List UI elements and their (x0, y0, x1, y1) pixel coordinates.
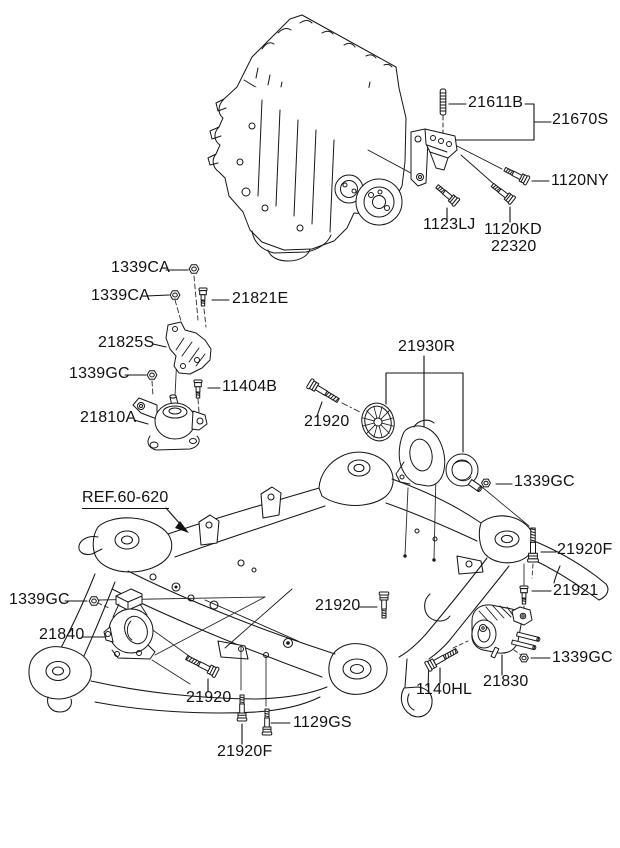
nut-1339GC-2 (481, 478, 491, 488)
part-label-21920-2: 21920 (315, 597, 361, 614)
nut-1339GC-1 (146, 370, 158, 380)
subframe-crossmember (29, 452, 608, 717)
bolt-21920-mid (305, 377, 342, 406)
part-label-21920F-1: 21920F (557, 541, 613, 558)
part-label-21920-3: 21920 (186, 689, 232, 706)
construction-lines-top (368, 116, 502, 185)
mount-21840 (104, 589, 155, 659)
bolt-21821E (198, 287, 208, 307)
bolt-1123LJ (433, 182, 461, 208)
leader-lines (65, 104, 556, 744)
washer-disc-21930R (358, 400, 399, 445)
stud-21611B (439, 88, 447, 116)
engine-illustration (208, 15, 406, 261)
bolt-1120NY (502, 164, 531, 186)
part-label-21920F-2: 21920F (217, 743, 273, 760)
part-label-21830: 21830 (483, 673, 529, 690)
part-label-21670S: 21670S (552, 111, 609, 128)
bracket-21930R (396, 420, 445, 486)
crank-pulley (335, 175, 402, 225)
part-label-1339GC-1: 1339GC (69, 365, 130, 382)
bolt-21920-bottomleft (183, 652, 220, 679)
bolt-11404B (193, 379, 203, 399)
nut-1339CA-2 (169, 290, 181, 300)
part-label-21921: 21921 (553, 582, 599, 599)
part-label-1339CA-1: 1339CA (111, 259, 171, 276)
bolt-21920-center (378, 591, 390, 619)
bolt-21921 (519, 585, 529, 605)
part-label-21611B: 21611B (468, 94, 524, 111)
ref-label-60-620: REF.60-620 (82, 490, 169, 509)
part-label-1339CA-2: 1339CA (91, 287, 151, 304)
part-label-21810A: 21810A (80, 409, 137, 426)
nut-1339GC-3 (88, 596, 100, 606)
part-label-1339GC-4: 1339GC (552, 649, 613, 666)
part-label-1129GS: 1129GS (293, 714, 352, 731)
part-label-1339GC-2: 1339GC (514, 473, 575, 490)
bolt-1120KD (489, 180, 517, 206)
construction-lines (98, 276, 533, 706)
engine-bracket-21670S (411, 129, 457, 186)
nut-1339GC-4 (519, 653, 529, 663)
bolt-1129GS (261, 708, 273, 736)
part-label-21930R: 21930R (398, 338, 456, 355)
mount-21830 (472, 605, 540, 658)
mount-21810A (133, 395, 207, 450)
part-label-21825S: 21825S (98, 334, 155, 351)
part-label-1120KD: 1120KD (484, 221, 542, 238)
part-label-21821E: 21821E (232, 290, 289, 307)
part-label-21920-1: 21920 (304, 413, 350, 430)
bracket-21825S (166, 322, 211, 374)
part-label-1123LJ: 1123LJ (423, 216, 476, 233)
insulator-21930R (446, 454, 483, 492)
nut-1339CA-1 (188, 264, 200, 274)
part-label-1339GC-3: 1339GC (9, 591, 70, 608)
part-label-21840: 21840 (39, 626, 85, 643)
part-label-22320: 22320 (491, 238, 537, 255)
part-label-1120NY: 1120NY (551, 172, 609, 189)
part-label-11404B: 11404B (222, 378, 278, 395)
part-label-1140HL: 1140HL (416, 681, 473, 698)
